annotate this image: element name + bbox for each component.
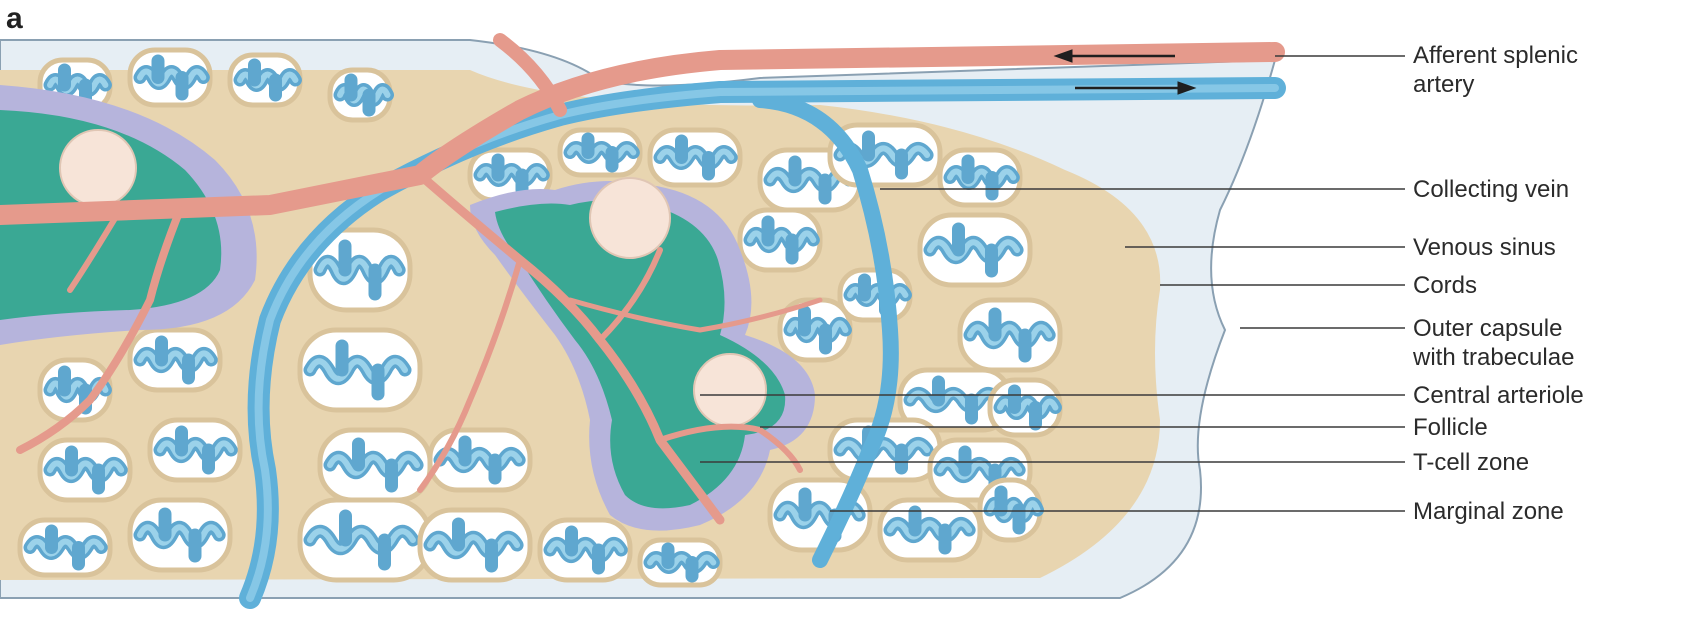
panel-letter: a (6, 2, 23, 35)
label-marginal-zone: Marginal zone (1413, 498, 1564, 525)
follicle-left (60, 130, 136, 206)
label-afferent-splenic-artery-line2: artery (1413, 71, 1474, 98)
follicle-center-bottom (694, 354, 766, 426)
follicle-center-top (590, 178, 670, 258)
label-afferent-splenic-artery-line1: Afferent splenic (1413, 42, 1578, 69)
labels: Afferent splenic artery Collecting vein … (1412, 42, 1584, 525)
label-outer-capsule-line2: with trabeculae (1412, 344, 1574, 371)
label-follicle: Follicle (1413, 414, 1488, 441)
label-collecting-vein: Collecting vein (1413, 176, 1569, 203)
label-t-cell-zone: T-cell zone (1413, 449, 1529, 476)
label-outer-capsule-line1: Outer capsule (1413, 315, 1562, 342)
label-cords: Cords (1413, 272, 1477, 299)
label-central-arteriole: Central arteriole (1413, 382, 1584, 409)
label-venous-sinus: Venous sinus (1413, 234, 1556, 261)
